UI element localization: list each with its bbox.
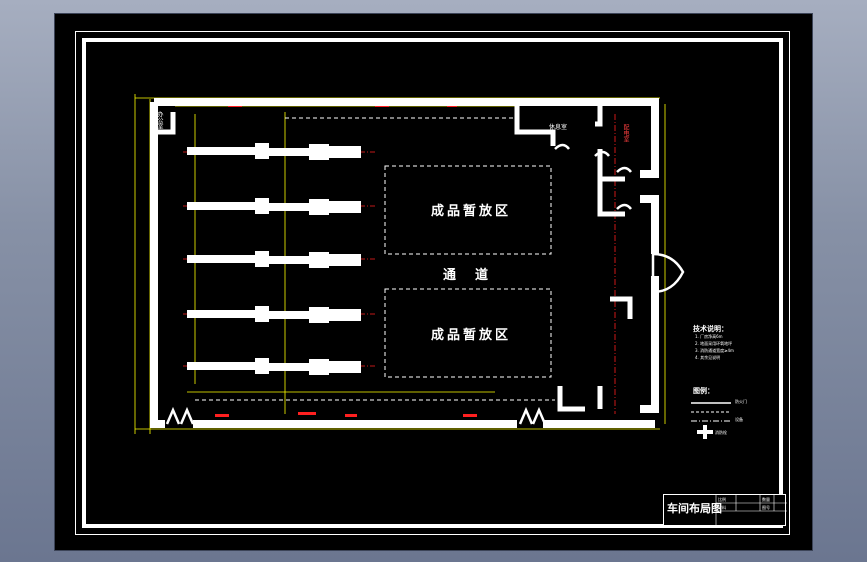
production-lines bbox=[187, 143, 361, 375]
machine-line-4 bbox=[187, 306, 361, 323]
walls bbox=[150, 98, 659, 428]
title-block: 车间布局图 比例 材料 数量 图号 bbox=[663, 494, 787, 527]
legend-item-1: 防火门 bbox=[735, 399, 747, 404]
drawing-sheet[interactable]: 成品暂放区 成品暂放区 通 道 办公室 休息室 配电室 技术说明： 1. 厂房净… bbox=[54, 13, 813, 551]
tb-cell-drawing-no: 图号 bbox=[762, 505, 770, 510]
notes-line-1: 1. 厂房净高6m bbox=[695, 334, 723, 339]
machine-line-2 bbox=[187, 198, 361, 215]
tb-cell-quantity: 数量 bbox=[762, 497, 770, 502]
tb-cell-material: 材料 bbox=[718, 505, 726, 510]
floor-plan bbox=[134, 94, 731, 439]
room-right-column-label: 配电室 bbox=[622, 124, 629, 142]
legend-heading: 图例： bbox=[693, 387, 714, 395]
doors bbox=[165, 143, 685, 425]
product-area-bottom-label: 成品暂放区 bbox=[431, 328, 512, 343]
inner-frame bbox=[82, 38, 783, 528]
notes-line-4: 4. 其余见说明 bbox=[695, 355, 721, 360]
outer-frame bbox=[75, 31, 790, 535]
legend-symbols bbox=[691, 402, 731, 439]
dimension-lines bbox=[134, 94, 666, 434]
notes-line-3: 3. 消防通道宽度≥4m bbox=[695, 348, 734, 353]
storage-zones bbox=[195, 117, 555, 401]
notes-line-2: 2. 地面采用环氧地坪 bbox=[695, 341, 733, 346]
room-top-left-label: 办公室 bbox=[156, 111, 163, 129]
tb-cell-scale: 比例 bbox=[718, 497, 726, 502]
aisle-label: 通 道 bbox=[443, 268, 492, 283]
drawing-title: 车间布局图 bbox=[667, 502, 722, 515]
notes-heading: 技术说明： bbox=[693, 325, 728, 333]
machine-line-5 bbox=[187, 358, 361, 375]
machine-line-3 bbox=[187, 251, 361, 268]
room-top-right-label: 休息室 bbox=[549, 124, 568, 131]
machine-line-1 bbox=[187, 143, 361, 160]
legend-item-2: 设备 bbox=[735, 417, 743, 422]
partitions bbox=[154, 102, 633, 412]
title-block-grid bbox=[715, 495, 787, 527]
product-area-top-label: 成品暂放区 bbox=[431, 204, 512, 219]
legend-item-3: 消防栓 bbox=[715, 430, 727, 435]
